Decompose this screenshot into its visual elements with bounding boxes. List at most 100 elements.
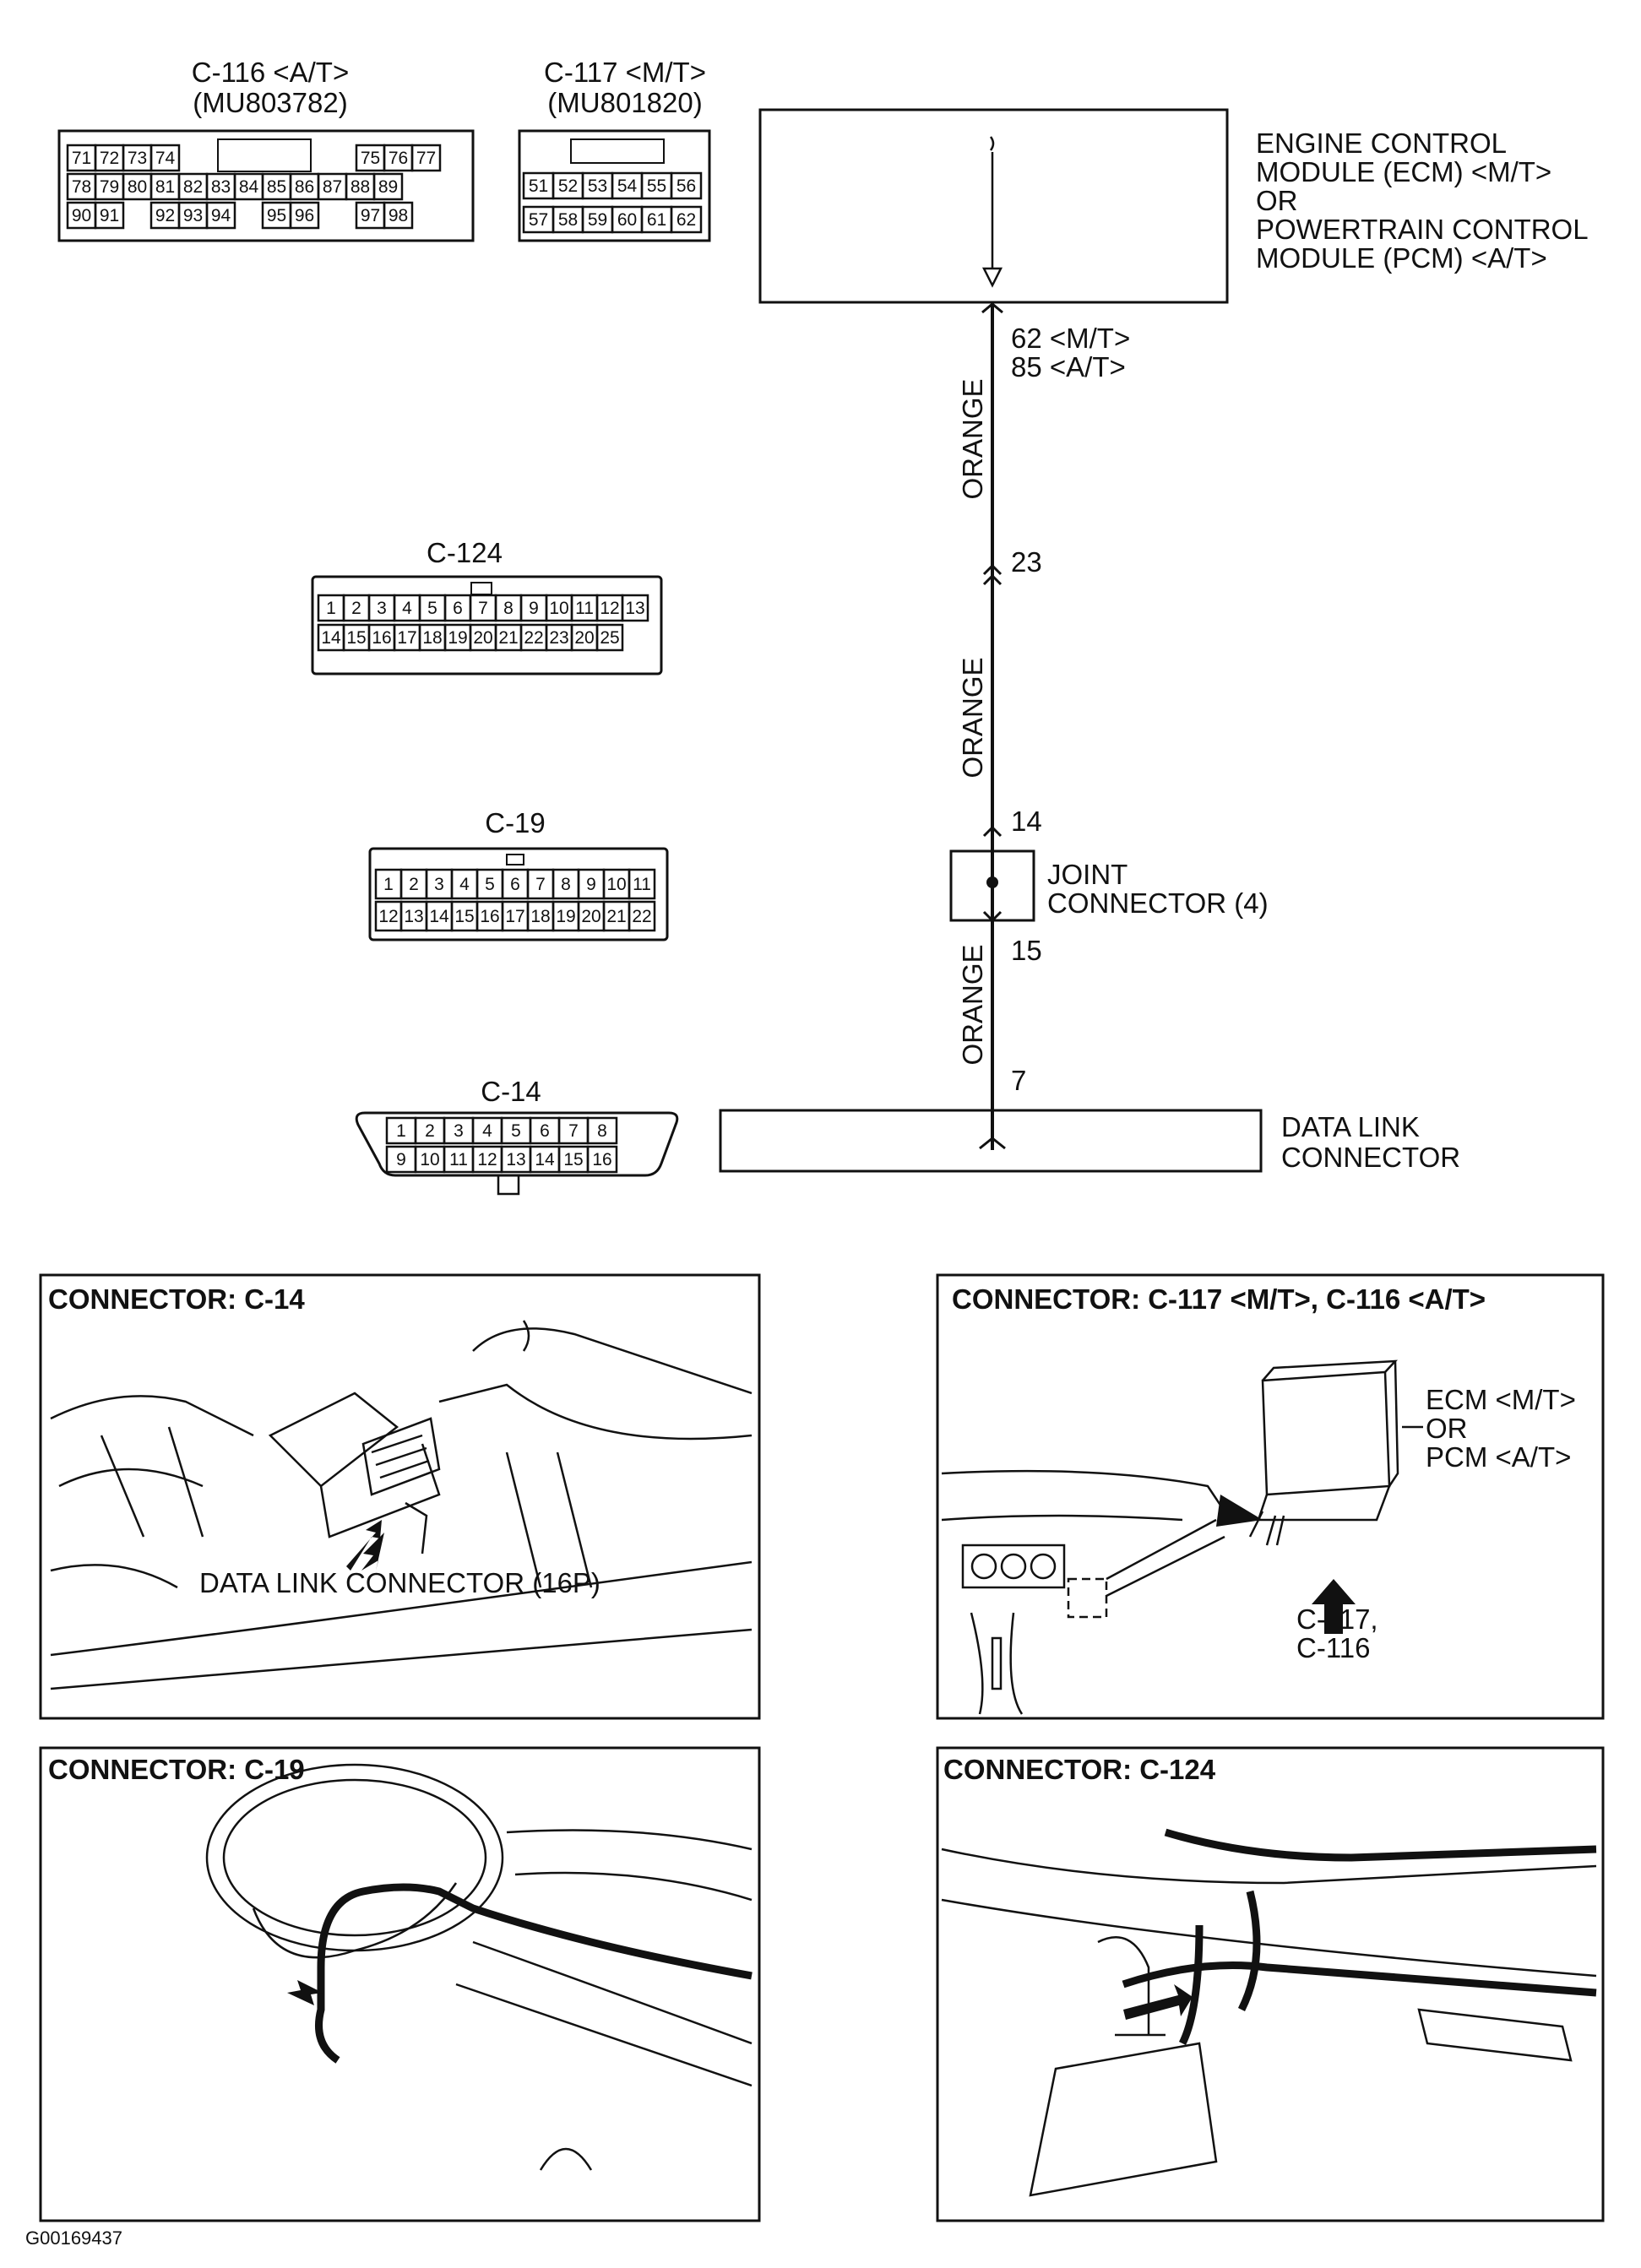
c116-cell <box>372 172 404 201</box>
joint-dot <box>986 876 998 888</box>
c124-cell <box>621 594 649 622</box>
c124-pin-label: 8 <box>503 599 513 618</box>
c117-connector <box>518 129 711 242</box>
panel-c14 <box>39 1273 761 1720</box>
c124-pin-label: 12 <box>600 599 619 618</box>
c117-pin-label: 53 <box>588 176 607 196</box>
c116-pin-label: 76 <box>389 149 408 168</box>
c116-pin-label: 79 <box>100 177 119 197</box>
c117-pin-label: 58 <box>558 210 578 230</box>
c124-arrow-icon <box>1123 1984 1193 2020</box>
c124-pin-label: 11 <box>575 599 594 618</box>
c14-pin-label: 16 <box>592 1150 611 1169</box>
c19-cell <box>628 900 656 932</box>
panel-c124-illustration <box>941 1847 1597 2197</box>
panel-c19-title: CONNECTOR: C-19 <box>48 1754 305 1785</box>
c124-connector <box>311 575 663 676</box>
c117-cell <box>670 171 703 200</box>
c116-pin-label: 88 <box>350 177 370 197</box>
c14-pin-label: 10 <box>420 1150 439 1169</box>
c124-harness <box>1122 1828 1597 2046</box>
c124-key <box>470 582 492 595</box>
c19-pin-label: 18 <box>530 907 550 926</box>
c124-label: C-124 <box>427 537 503 568</box>
connector-23-chevron-icon <box>982 563 1003 586</box>
c117-key <box>570 138 665 164</box>
panel-c117-ecm-line3: PCM <A/T> <box>1426 1441 1572 1473</box>
c124-pin-label: 22 <box>524 628 543 648</box>
c116-pin-label: 91 <box>100 206 119 225</box>
c19-pin-label: 22 <box>632 907 651 926</box>
c124-pin-label: 6 <box>453 599 463 618</box>
c117-pin-label: 52 <box>558 176 578 196</box>
ecm-box <box>758 108 1229 304</box>
c19-pin-label: 6 <box>510 875 520 894</box>
c124-pin-label: 5 <box>427 599 437 618</box>
c19-pin-label: 17 <box>505 907 524 926</box>
c14-pin-label: 7 <box>568 1121 579 1141</box>
c124-pin-label: 20 <box>574 628 594 648</box>
c14-label: C-14 <box>481 1076 541 1107</box>
pin-15: 15 <box>1011 935 1042 966</box>
panel-c14-title: CONNECTOR: C-14 <box>48 1283 305 1315</box>
panel-c117 <box>936 1273 1605 1720</box>
c14-arrow-icon <box>346 1520 382 1571</box>
c19-pin-label: 10 <box>606 875 626 894</box>
c116-cell <box>149 144 181 172</box>
c124-pin-label: 23 <box>549 628 568 648</box>
panel-c19-illustration <box>205 1763 753 2171</box>
c124-pin-label: 13 <box>625 599 644 618</box>
c14-pin-label: 6 <box>540 1121 550 1141</box>
c14-pin-label: 14 <box>535 1150 555 1169</box>
c14-pin-label: 3 <box>454 1121 464 1141</box>
wire-color-1: ORANGE <box>957 378 988 499</box>
c19-pin-label: 9 <box>586 875 596 894</box>
c19-arrow-icon <box>287 1980 323 2005</box>
panel-c124 <box>936 1746 1605 2222</box>
c116-part-number: (MU803782) <box>193 87 348 118</box>
c116-cell <box>94 201 125 230</box>
c117-pin-label: 59 <box>588 210 607 230</box>
c124-pin-label: 19 <box>448 628 467 648</box>
c14-pin-label: 8 <box>597 1121 607 1141</box>
c116-cell <box>410 144 442 172</box>
panel-c14-illustration <box>50 1320 753 1690</box>
c117-label: C-117 <M/T> <box>544 57 706 88</box>
ecm-text-line5: MODULE (PCM) <A/T> <box>1256 242 1547 274</box>
c14-pin-label: 5 <box>511 1121 521 1141</box>
c19-pin-label: 19 <box>556 907 575 926</box>
c116-pin-label: 96 <box>295 206 314 225</box>
c124-pin-label: 15 <box>346 628 366 648</box>
pin-14: 14 <box>1011 806 1042 837</box>
c19-harness <box>315 1883 753 2064</box>
c116-pin-label: 87 <box>323 177 342 197</box>
c117-pin-label: 61 <box>647 210 666 230</box>
c116-pin-label: 93 <box>183 206 203 225</box>
c116-label: C-116 <A/T> <box>191 57 350 88</box>
pin-ecm-mt: 62 <M/T> <box>1011 323 1131 354</box>
c124-pin-label: 25 <box>600 628 619 648</box>
c116-pin-label: 89 <box>378 177 398 197</box>
c19-pin-label: 15 <box>454 907 474 926</box>
pin-23: 23 <box>1011 546 1042 578</box>
c117-cell <box>670 205 703 234</box>
c124-pin-label: 1 <box>326 599 336 618</box>
c124-pin-label: 21 <box>498 628 518 648</box>
figure-id: G00169437 <box>25 2227 122 2249</box>
c117-pin-label: 57 <box>529 210 548 230</box>
ecm-internal-line <box>989 136 995 269</box>
c117-callout-icon <box>1216 1495 1263 1527</box>
c14-pin-label: 2 <box>425 1121 435 1141</box>
panel-c19 <box>39 1746 761 2222</box>
panel-c14-caption: DATA LINK CONNECTOR (16P) <box>199 1567 600 1598</box>
c116-pin-label: 77 <box>416 149 436 168</box>
panel-c117-ecm-line2: OR <box>1426 1413 1468 1444</box>
wire-color-3: ORANGE <box>957 944 988 1065</box>
ecm-triangle-icon <box>981 267 1003 288</box>
c116-cell <box>289 201 320 230</box>
c124-pin-label: 14 <box>321 628 341 648</box>
c117-pin-label: 54 <box>617 176 638 196</box>
c124-pin-label: 2 <box>351 599 361 618</box>
c19-pin-label: 5 <box>485 875 495 894</box>
c19-pin-label: 21 <box>606 907 626 926</box>
